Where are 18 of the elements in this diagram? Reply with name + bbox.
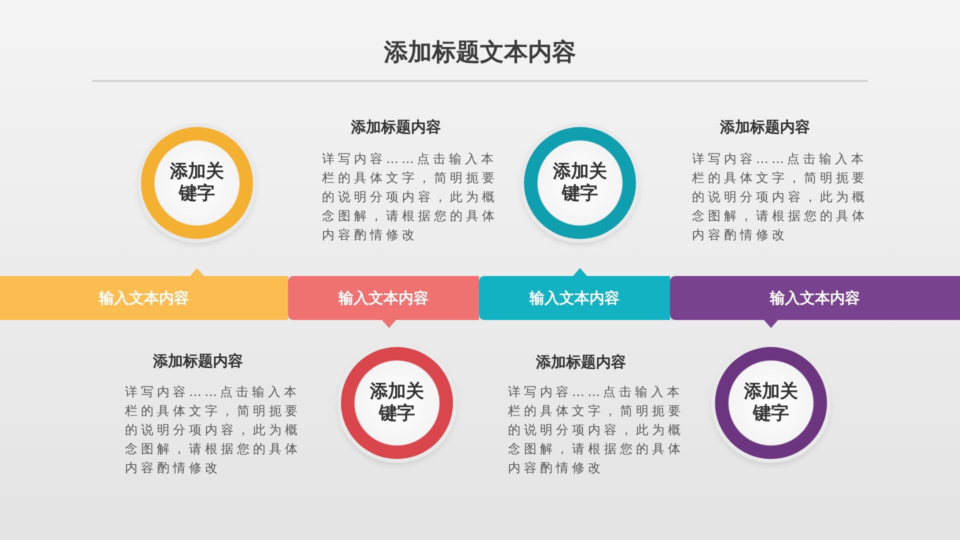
banner-segment: 输入文本内容 — [288, 276, 479, 328]
item-heading: 添加标题内容 — [350, 118, 442, 137]
keyword-circle — [715, 347, 827, 459]
keyword-text: 添加关键字 — [169, 161, 225, 205]
title: 添加标题文本内容 — [382, 37, 577, 68]
keyword-text: 添加关键字 — [552, 161, 608, 205]
description-text: 详写内容……点击输入本栏的具体文字，简明扼要的说明分项内容，此为概念图解，请根据您的具体内容酌情修改 — [692, 150, 869, 244]
item-heading: 添加标题内容 — [152, 352, 244, 371]
banner-segment: 输入文本内容 — [0, 268, 288, 320]
description-text: 详写内容……点击输入本栏的具体文字，简明扼要的说明分项内容，此为概念图解，请根据您的具体内容酌情修改 — [322, 150, 499, 244]
item-heading: 添加标题内容 — [719, 118, 811, 137]
description-text: 详写内容……点击输入本栏的具体文字，简明扼要的说明分项内容，此为概念图解，请根据您的具体内容酌情修改 — [125, 383, 302, 477]
banner-segment: 输入文本内容 — [670, 276, 960, 328]
item-heading: 添加标题内容 — [535, 353, 627, 372]
banner-segment: 输入文本内容 — [479, 268, 670, 320]
description-text: 详写内容……点击输入本栏的具体文字，简明扼要的说明分项内容，此为概念图解，请根据您的具体内容酌情修改 — [508, 383, 685, 477]
keyword-text: 添加关键字 — [369, 381, 425, 425]
keyword-text: 添加关键字 — [743, 381, 799, 425]
